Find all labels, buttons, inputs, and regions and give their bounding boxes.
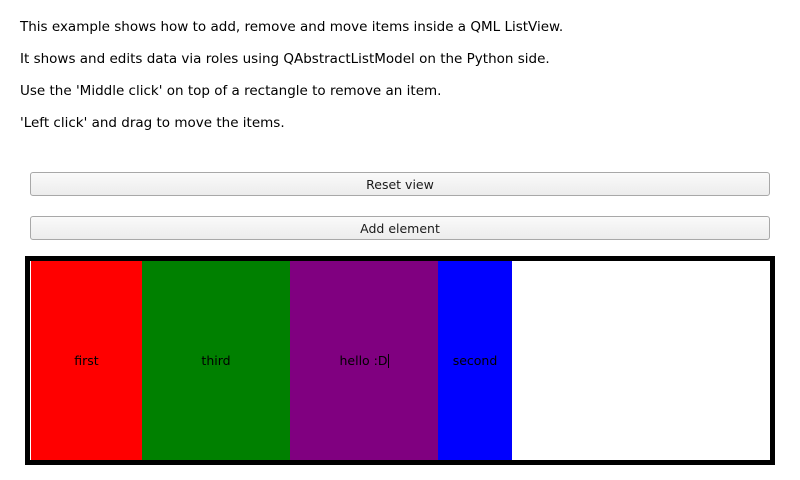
list-item-label: hello :D [339, 352, 388, 368]
instructions: This example shows how to add, remove an… [20, 17, 780, 145]
instruction-line: This example shows how to add, remove an… [20, 19, 564, 35]
list-item-third[interactable]: third [142, 261, 290, 460]
list-item-label: second [452, 353, 498, 368]
instruction-line: 'Left click' and drag to move the items. [20, 115, 285, 131]
list-item-label: first [74, 353, 99, 368]
instruction-line: Use the 'Middle click' on top of a recta… [20, 83, 442, 99]
list-item-label: third [201, 353, 231, 368]
add-element-button[interactable]: Add element [30, 216, 770, 240]
list-item-second[interactable]: second [438, 261, 512, 460]
list-item-first[interactable]: first [31, 261, 142, 460]
list-view[interactable]: first third hello :D second [25, 256, 775, 465]
list-row: first third hello :D second [30, 261, 770, 460]
text-cursor [387, 354, 389, 369]
reset-view-button[interactable]: Reset view [30, 172, 770, 196]
instruction-line: It shows and edits data via roles using … [20, 51, 550, 67]
list-item-hello[interactable]: hello :D [290, 261, 438, 460]
list-item-label-editing[interactable]: hello :D [339, 352, 389, 369]
